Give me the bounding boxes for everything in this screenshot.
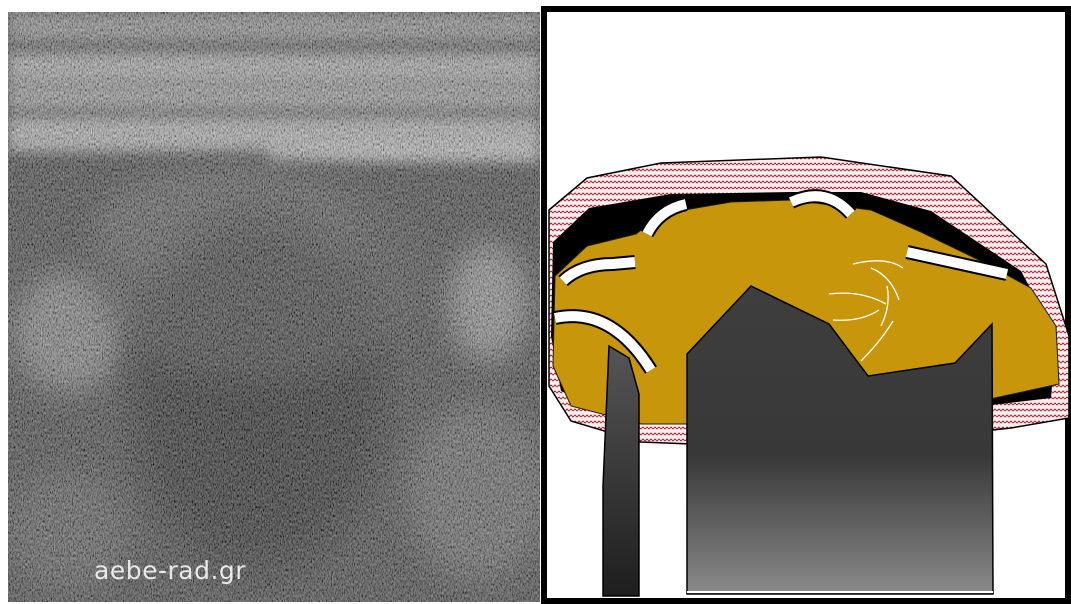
lymph-node-diagram [541,6,1071,604]
acoustic-shadow-small [603,346,639,596]
ultrasound-image [8,12,540,602]
watermark-text: aebe-rad.gr [94,556,246,585]
